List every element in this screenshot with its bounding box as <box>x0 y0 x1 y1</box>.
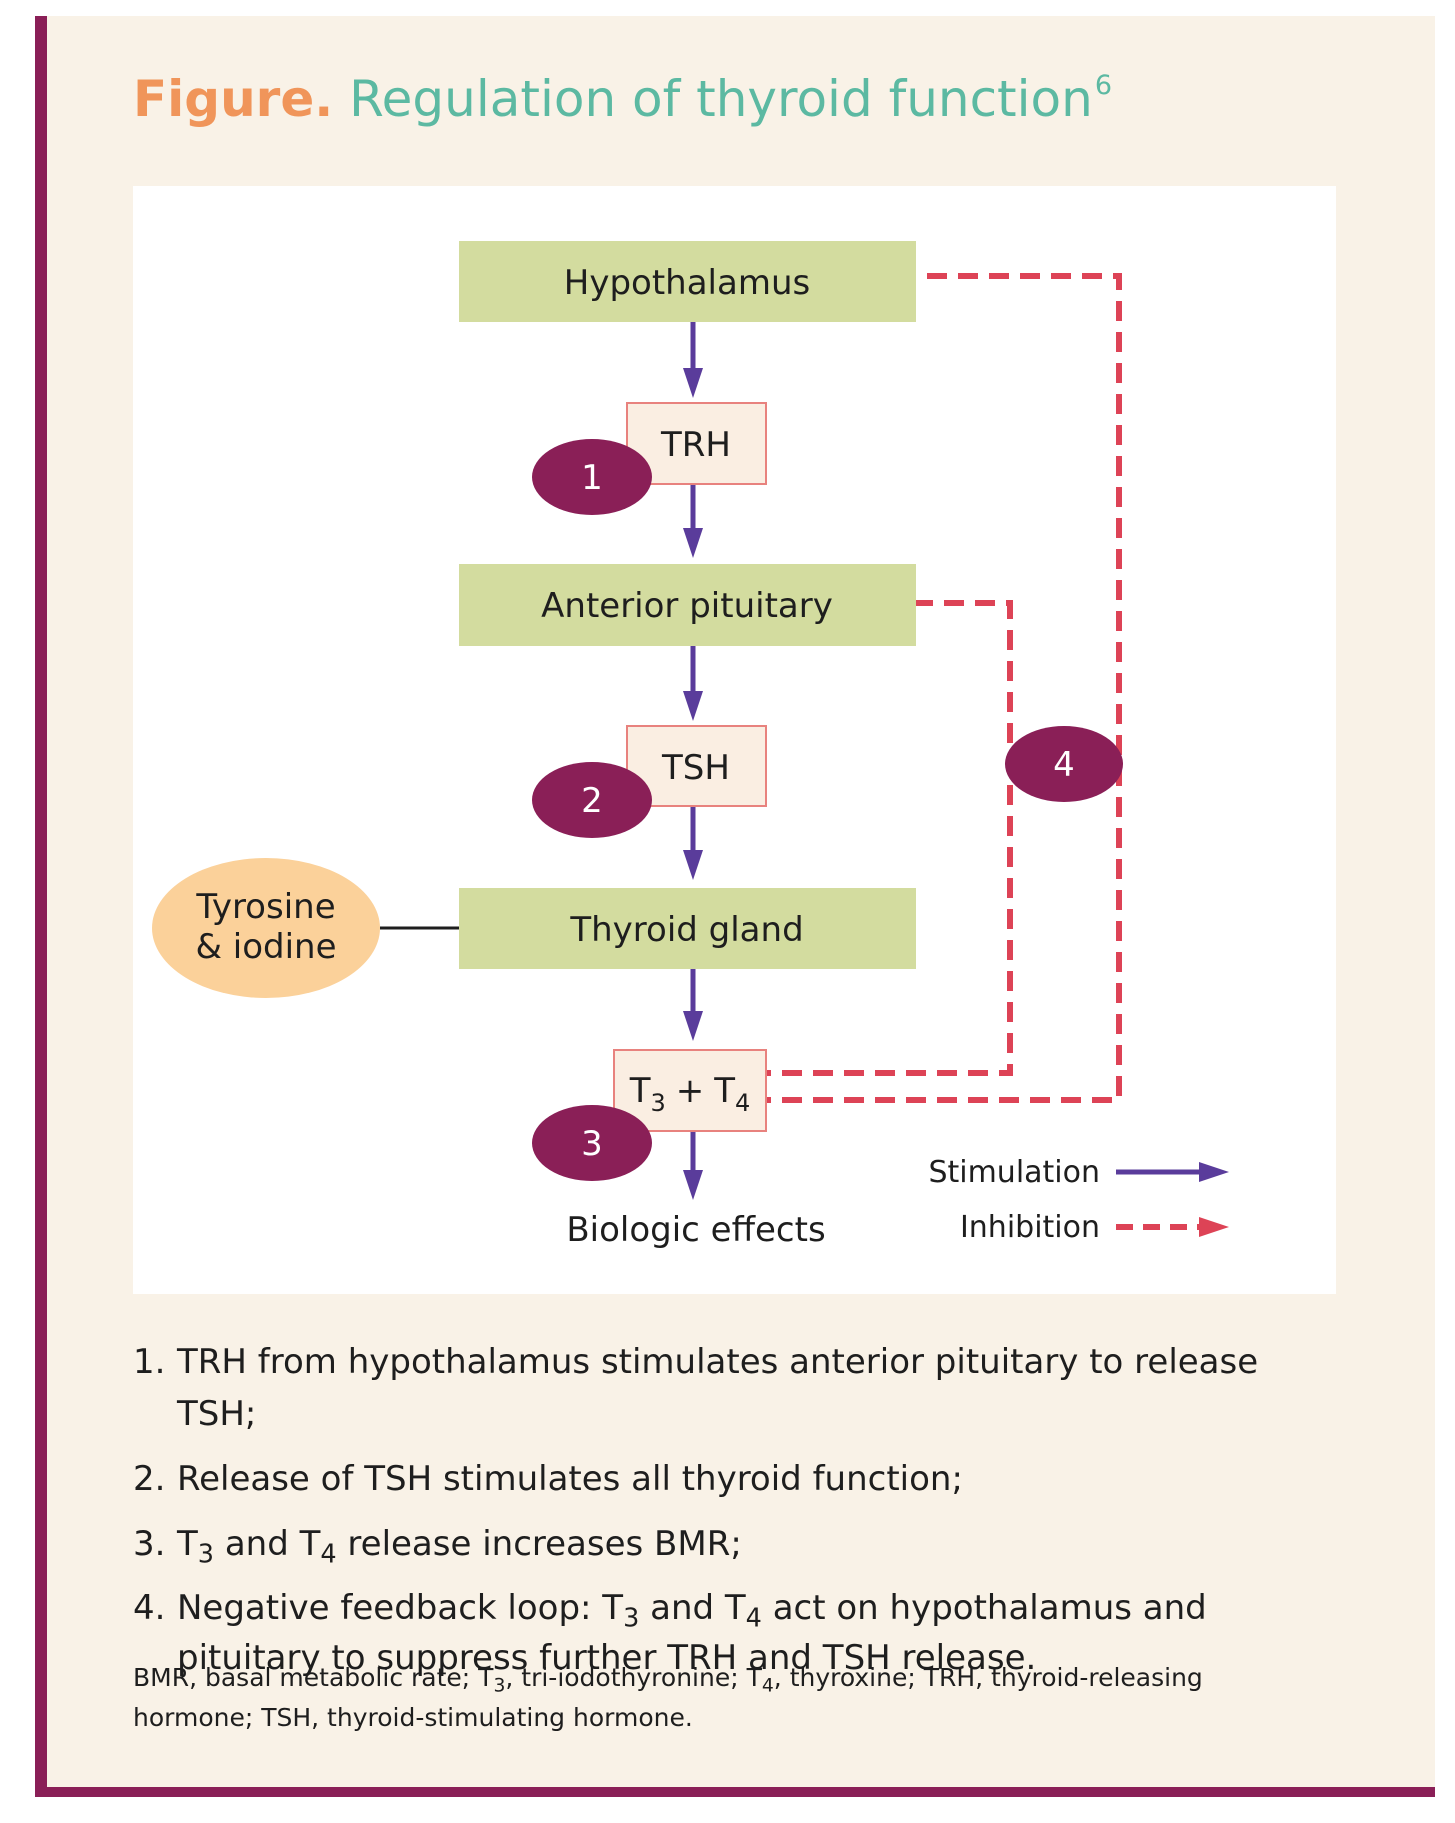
plus-sign: + <box>676 1071 705 1111</box>
tsh-label: TSH <box>661 748 730 788</box>
step-4: 4. Negative feedback loop: T3 and T4 act … <box>133 1583 1333 1683</box>
arrowhead-trh-to-pituitary <box>683 528 703 558</box>
reference-superscript: 6 <box>1094 70 1113 101</box>
thyroid-gland-label: Thyroid gland <box>569 910 803 950</box>
hypothalamus-label: Hypothalamus <box>564 263 810 303</box>
step-2: 2. Release of TSH stimulates all thyroid … <box>133 1453 1333 1505</box>
biologic-effects-label: Biologic effects <box>566 1210 825 1250</box>
trh-label: TRH <box>660 425 731 465</box>
step-text-part: and T <box>214 1524 321 1564</box>
hypothalamus-box <box>459 241 916 322</box>
legend: Stimulation Inhibition <box>928 1155 1229 1245</box>
legend-inhibition-label: Inhibition <box>960 1210 1100 1245</box>
step-text-part: act on hypothalamus and pituitary to sup… <box>177 1588 1207 1678</box>
step-number: 2. <box>133 1459 166 1499</box>
badge-3 <box>532 1105 652 1181</box>
t3-t4-box <box>613 1049 767 1132</box>
step-1: 1. TRH from hypothalamus stimulates anter… <box>133 1336 1333 1440</box>
arrowhead-hypothalamus-to-trh <box>683 368 703 398</box>
footnote: BMR, basal metabolic rate; T3, tri-iodot… <box>133 1658 1293 1738</box>
arrowhead-tsh-to-thyroid <box>683 850 703 880</box>
step-number: 1. <box>133 1342 166 1382</box>
legend-inhibition-arrowhead <box>1199 1217 1229 1237</box>
footnote-part: BMR, basal metabolic rate; T <box>133 1663 494 1692</box>
tyrosine-iodine-ellipse <box>152 858 380 998</box>
thyroid-gland-box <box>459 888 916 969</box>
step-subscript: 4 <box>320 1539 337 1570</box>
t3-t4-label: T3+T4 <box>629 1071 751 1117</box>
feedback-loop-to-pituitary <box>658 600 1013 1076</box>
steps-list: 1. TRH from hypothalamus stimulates anter… <box>133 1336 1333 1696</box>
step-text-part: and T <box>639 1588 746 1628</box>
arrowhead-thyroid-to-t3t4 <box>683 1011 703 1041</box>
footnote-subscript: 3 <box>493 1675 506 1697</box>
badge-1 <box>532 439 652 515</box>
t3-subscript: 3 <box>650 1089 665 1117</box>
badge-2-label: 2 <box>581 781 603 821</box>
t4-letter: T <box>713 1071 735 1111</box>
badge-3-label: 3 <box>581 1124 603 1164</box>
tyrosine-label: Tyrosine <box>195 887 335 927</box>
t4-subscript: 4 <box>735 1089 750 1117</box>
figure-title: Figure. Regulation of thyroid function6 <box>133 70 1112 128</box>
anterior-pituitary-label: Anterior pituitary <box>541 586 833 626</box>
accent-bar-left <box>35 16 47 1797</box>
figure-title-text: Regulation of thyroid function <box>349 70 1093 128</box>
footnote-subscript: 4 <box>761 1675 774 1697</box>
footnote-part: , tri-iodothyronine; T <box>505 1663 762 1692</box>
arrowhead-t3t4-to-effects <box>683 1170 703 1200</box>
stimulation-arrows <box>683 322 703 1200</box>
step-text-part: release increases BMR; <box>336 1524 742 1564</box>
legend-stimulation-arrowhead <box>1199 1162 1229 1182</box>
badge-4-label: 4 <box>1053 745 1075 785</box>
iodine-label: & iodine <box>195 927 336 967</box>
anterior-pituitary-box <box>459 564 916 646</box>
badge-4 <box>1005 726 1123 802</box>
step-number: 3. <box>133 1524 166 1564</box>
t3-letter: T <box>629 1071 651 1111</box>
step-text-part: T <box>177 1524 198 1564</box>
step-3: 3. T3 and T4 release increases BMR; <box>133 1518 1333 1570</box>
legend-stimulation-label: Stimulation <box>928 1155 1100 1190</box>
inhibition-feedback-loops <box>658 273 1122 1103</box>
step-subscript: 3 <box>197 1539 215 1570</box>
step-text: TRH from hypothalamus stimulates anterio… <box>177 1342 1259 1434</box>
step-text-part: Negative feedback loop: T <box>177 1588 624 1628</box>
footnote-part: , thyroxine; TRH, thyroid-releasing horm… <box>133 1663 1203 1732</box>
feedback-loop-to-hypothalamus <box>658 273 1122 1103</box>
badge-2 <box>532 762 652 838</box>
figure-label: Figure. <box>133 70 334 128</box>
badge-1-label: 1 <box>581 458 603 498</box>
accent-bar-bottom <box>35 1787 1435 1797</box>
step-text: Release of TSH stimulates all thyroid fu… <box>177 1459 963 1499</box>
thyroid-regulation-diagram: Hypothalamus Anterior pituitary Thyroid … <box>152 241 1229 1250</box>
step-subscript: 3 <box>623 1603 640 1634</box>
diagram-canvas: Hypothalamus Anterior pituitary Thyroid … <box>133 186 1336 1294</box>
arrowhead-pituitary-to-tsh <box>683 691 703 721</box>
step-number: 4. <box>133 1588 166 1628</box>
step-subscript: 4 <box>745 1603 762 1634</box>
